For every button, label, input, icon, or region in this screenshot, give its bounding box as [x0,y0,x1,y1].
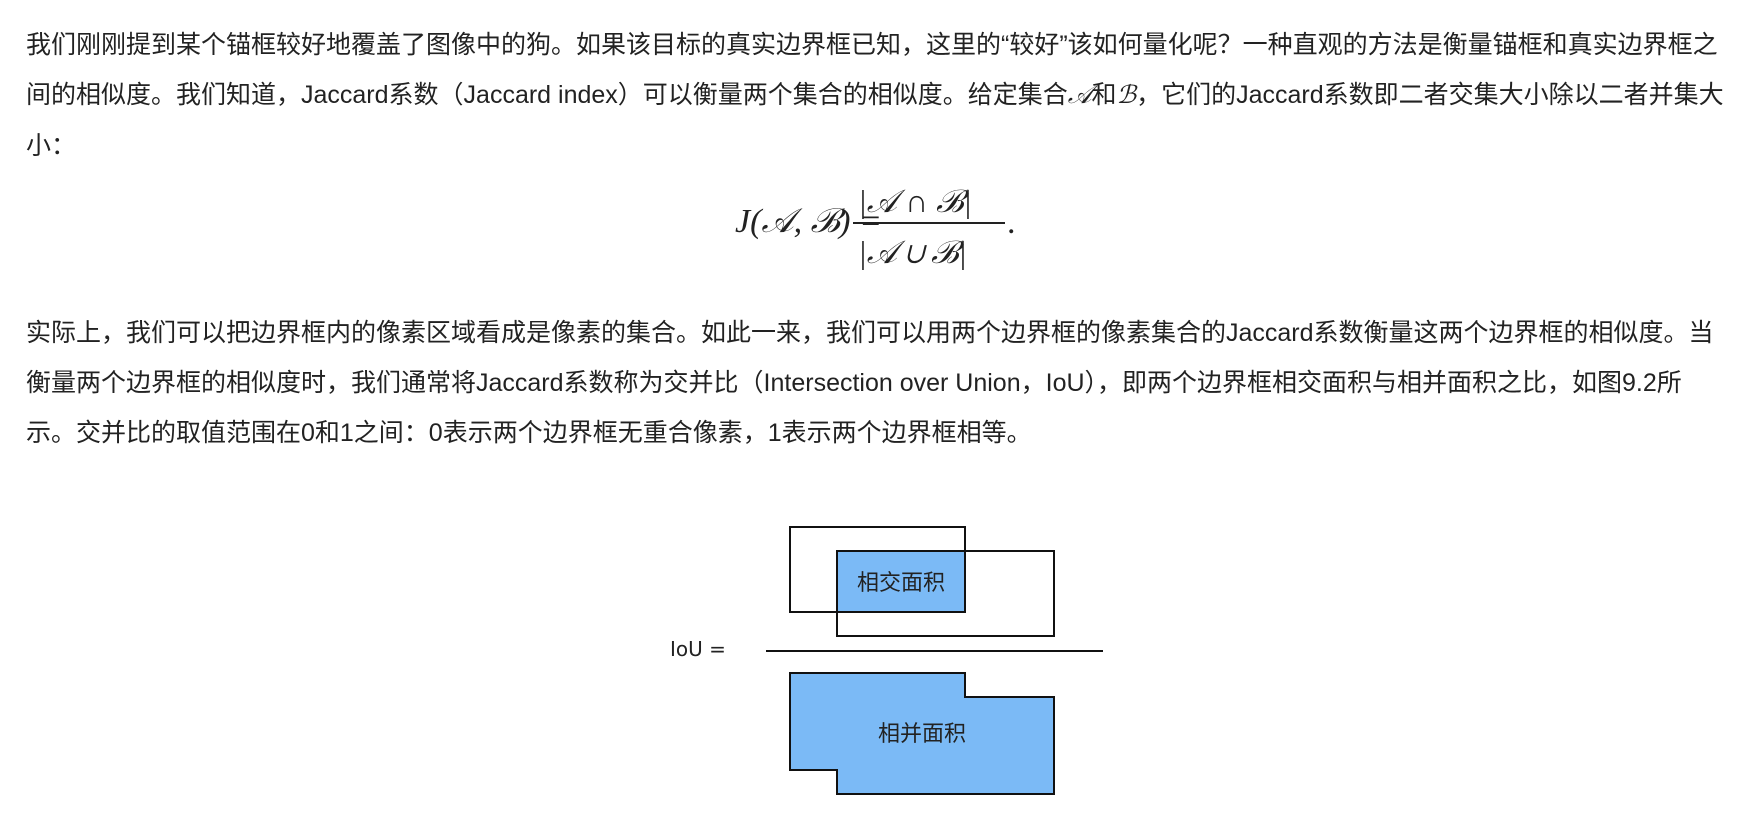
formula-denominator: |𝒜 ∪ ℬ| [858,234,967,270]
set-b-symbol: ℬ [1116,82,1137,109]
paragraph-jaccard-intro: 我们刚刚提到某个锚框较好地覆盖了图像中的狗。如果该目标的真实边界框已知，这里的“… [26,20,1731,171]
jaccard-formula: J(𝒜, ℬ) = |𝒜 ∩ ℬ| |𝒜 ∪ ℬ| . [735,183,1065,285]
iou-label: IoU = [670,637,726,661]
intersection-area [836,550,966,613]
intro-text-part2: ，它们的Jaccard系数即二者交集大小除以二者并集大小： [26,81,1724,160]
union-area [789,672,1055,795]
formula-period: . [1007,204,1016,241]
formula-numerator: |𝒜 ∩ ℬ| [858,183,972,219]
paragraph-iou-definition: 实际上，我们可以把边界框内的像素区域看成是像素的集合。如此一来，我们可以用两个边… [26,319,1714,447]
set-a-symbol: 𝒜 [1067,82,1092,109]
union-label: 相并面积 [878,722,966,747]
iou-figure: 相交面积 IoU = 相并面积 [670,500,1120,800]
intersection-label: 相交面积 [857,571,945,596]
intro-text-part1: 我们刚刚提到某个锚框较好地覆盖了图像中的狗。如果该目标的真实边界框已知，这里的“… [26,31,1718,109]
and-text: 和 [1091,81,1117,109]
formula-lhs: J(𝒜, ℬ) = [735,203,882,240]
